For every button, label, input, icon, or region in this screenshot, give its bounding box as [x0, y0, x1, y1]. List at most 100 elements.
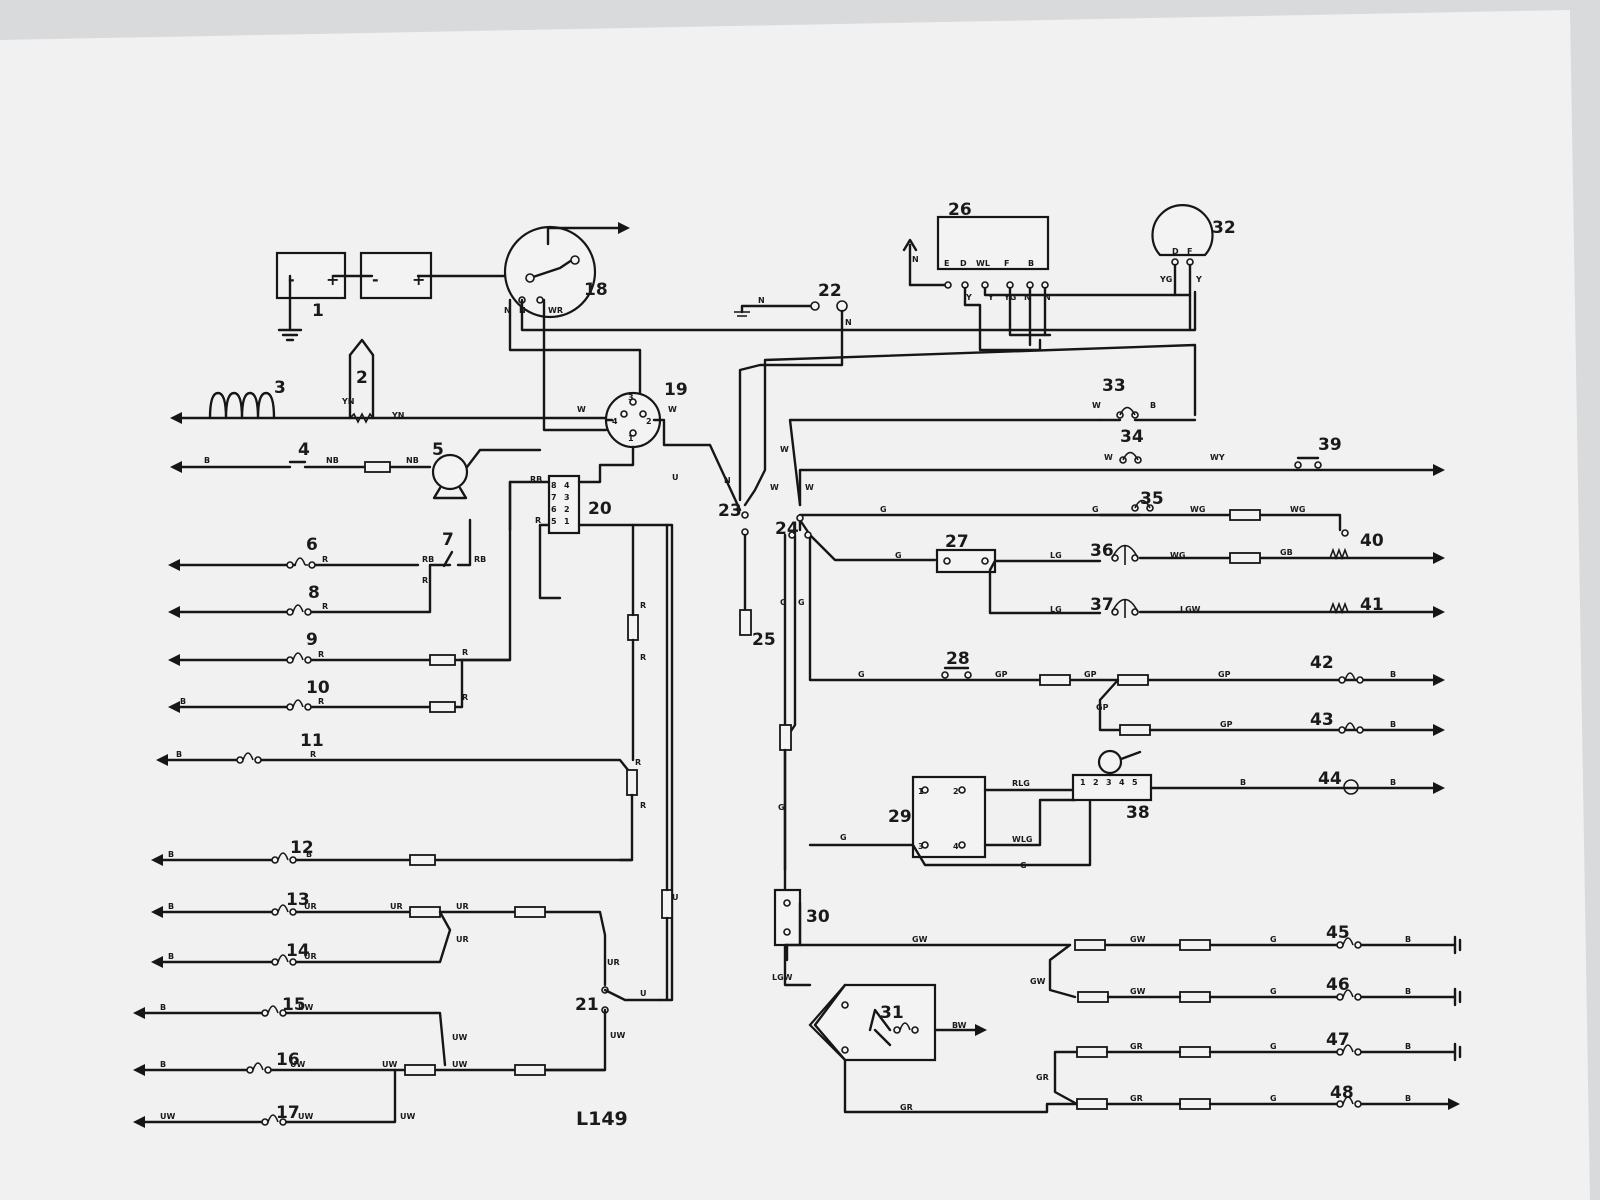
svg-text:B: B	[160, 1060, 166, 1069]
svg-text:GP: GP	[1084, 670, 1097, 679]
svg-text:-: -	[288, 270, 295, 289]
svg-text:NB: NB	[326, 456, 339, 465]
svg-text:YN: YN	[341, 397, 355, 406]
component-label-1: 1	[312, 301, 324, 321]
svg-text:3: 3	[918, 842, 924, 851]
svg-text:5: 5	[551, 517, 557, 526]
svg-text:NB: NB	[406, 456, 419, 465]
svg-text:G: G	[1270, 987, 1277, 996]
svg-text:32: 32	[1212, 218, 1236, 238]
svg-text:UW: UW	[610, 1031, 625, 1040]
svg-text:WG: WG	[1170, 551, 1185, 560]
svg-text:19: 19	[664, 380, 688, 400]
svg-text:27: 27	[945, 532, 969, 552]
svg-text:G: G	[1270, 1042, 1277, 1051]
component-22	[734, 300, 848, 502]
lamp-9-10	[168, 652, 512, 713]
svg-text:4: 4	[612, 417, 618, 426]
svg-text:GP: GP	[1220, 720, 1233, 729]
svg-text:3: 3	[1106, 778, 1112, 787]
svg-text:2: 2	[953, 787, 959, 796]
dynamo-32: D F	[1151, 204, 1214, 332]
svg-text:YN: YN	[391, 411, 405, 420]
svg-text:45: 45	[1326, 923, 1350, 943]
control-box-26: E D WL F B	[902, 215, 1192, 352]
svg-text:G: G	[798, 598, 805, 607]
svg-text:3: 3	[564, 493, 570, 502]
svg-text:LGW: LGW	[1180, 605, 1201, 614]
svg-text:GR: GR	[1130, 1042, 1143, 1051]
svg-text:1: 1	[628, 434, 634, 443]
svg-text:2: 2	[1093, 778, 1099, 787]
svg-text:GB: GB	[1280, 548, 1293, 557]
svg-text:16: 16	[276, 1050, 300, 1070]
svg-text:34: 34	[1120, 427, 1144, 447]
svg-text:3: 3	[274, 378, 286, 398]
svg-text:B: B	[1390, 670, 1396, 679]
svg-text:N: N	[1024, 293, 1031, 302]
svg-text:+: +	[412, 270, 425, 289]
svg-text:6: 6	[306, 535, 318, 555]
svg-text:R: R	[422, 576, 428, 585]
svg-text:RB: RB	[422, 555, 434, 564]
svg-text:B: B	[176, 750, 182, 759]
svg-text:24: 24	[775, 519, 799, 539]
svg-text:33: 33	[1102, 376, 1126, 396]
svg-text:UW: UW	[400, 1112, 415, 1121]
svg-text:W: W	[770, 483, 779, 492]
svg-text:UW: UW	[452, 1060, 467, 1069]
svg-text:BW: BW	[952, 1021, 967, 1030]
svg-text:1: 1	[1080, 778, 1086, 787]
svg-text:Y: Y	[987, 293, 994, 302]
svg-text:G: G	[840, 833, 847, 842]
svg-text:W: W	[780, 445, 789, 454]
svg-text:31: 31	[880, 1003, 904, 1023]
svg-text:D: D	[960, 259, 967, 268]
svg-text:26: 26	[948, 200, 972, 220]
svg-text:GW: GW	[1130, 935, 1146, 944]
svg-text:4: 4	[298, 440, 310, 460]
svg-text:UR: UR	[304, 952, 317, 961]
svg-text:R: R	[322, 555, 328, 564]
svg-text:UW: UW	[160, 1112, 175, 1121]
svg-text:W: W	[1092, 401, 1101, 410]
svg-text:G: G	[880, 505, 887, 514]
svg-text:W: W	[805, 483, 814, 492]
svg-text:W: W	[668, 405, 677, 414]
svg-text:GP: GP	[1218, 670, 1231, 679]
svg-text:LG: LG	[1050, 551, 1062, 560]
flasher-31	[808, 983, 1079, 1114]
svg-text:W: W	[577, 405, 586, 414]
switch-33	[1098, 406, 1197, 422]
svg-text:29: 29	[888, 807, 912, 827]
unit-27	[935, 548, 1102, 615]
svg-text:UR: UR	[456, 902, 469, 911]
svg-text:G: G	[858, 670, 865, 679]
svg-text:F: F	[1004, 259, 1009, 268]
svg-text:GR: GR	[1130, 1094, 1143, 1103]
svg-text:R: R	[535, 516, 541, 525]
svg-text:G: G	[1270, 935, 1277, 944]
svg-text:B: B	[1405, 987, 1411, 996]
unit-38: 1 2 3 4 5	[1071, 749, 1445, 802]
unit-30	[773, 888, 812, 987]
component-4-5	[170, 448, 542, 500]
svg-text:WG: WG	[1290, 505, 1305, 514]
svg-text:YG: YG	[1159, 275, 1172, 284]
svg-text:U: U	[640, 989, 647, 998]
svg-text:2: 2	[564, 505, 570, 514]
svg-text:2: 2	[356, 368, 368, 388]
lamp-6	[168, 557, 316, 571]
svg-text:LGW: LGW	[772, 973, 793, 982]
svg-text:R: R	[640, 801, 646, 810]
svg-text:46: 46	[1326, 975, 1350, 995]
svg-text:RB: RB	[474, 555, 486, 564]
svg-text:-: -	[372, 270, 379, 289]
svg-text:47: 47	[1326, 1030, 1350, 1050]
svg-text:44: 44	[1318, 769, 1342, 789]
svg-text:R: R	[318, 650, 324, 659]
svg-text:2: 2	[646, 417, 652, 426]
switch-35	[1098, 499, 1261, 521]
svg-text:25: 25	[752, 630, 776, 650]
